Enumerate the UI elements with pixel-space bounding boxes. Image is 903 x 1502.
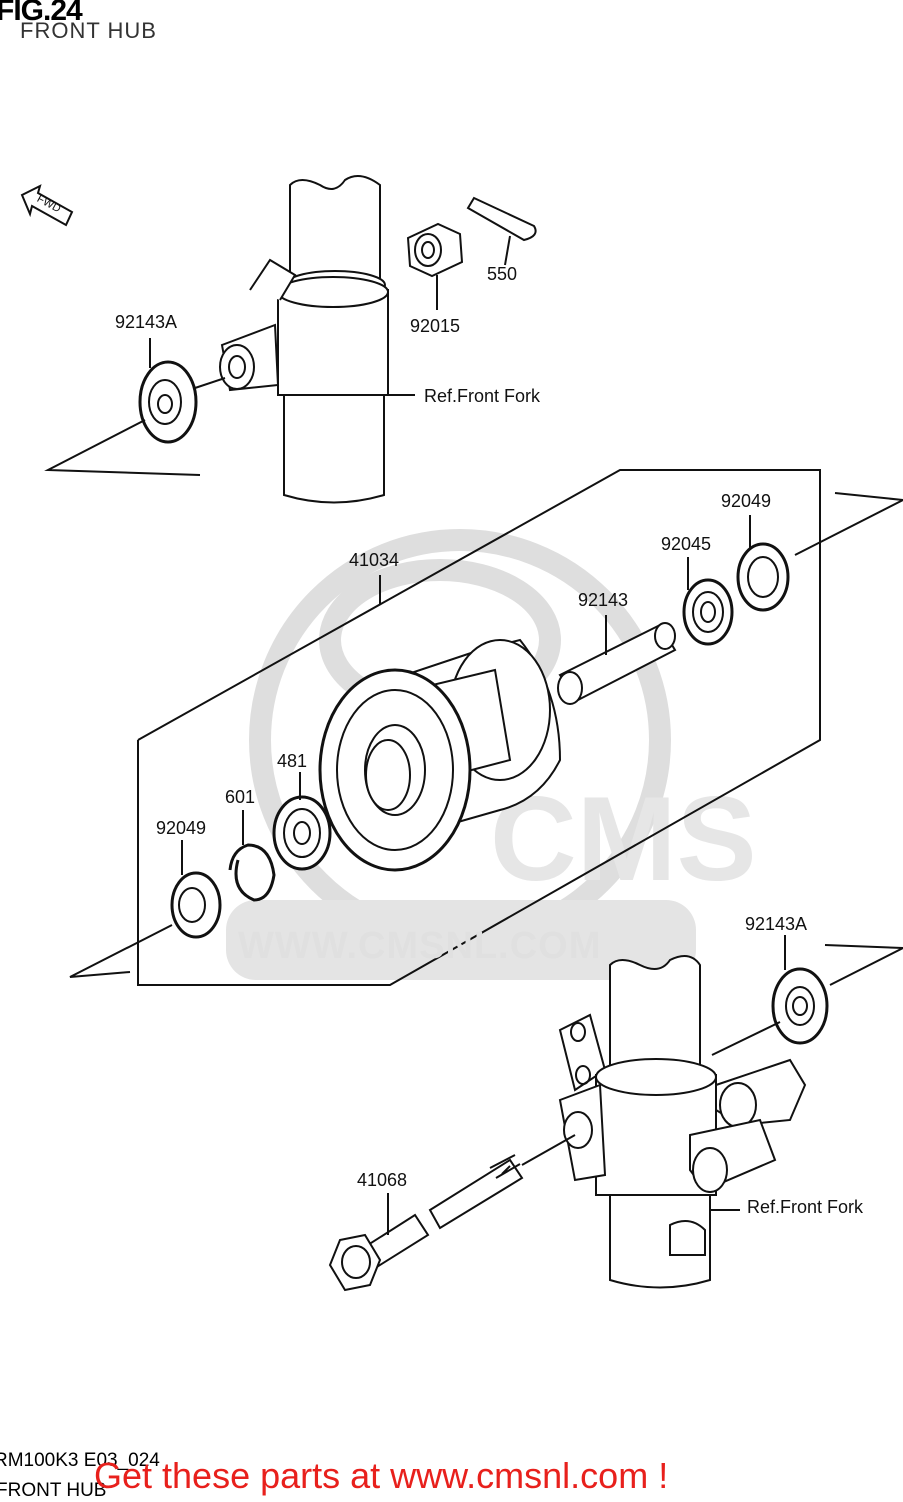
oil-seal-92049-right	[736, 492, 903, 612]
front-fork-upper	[219, 175, 415, 504]
part-label-92143A-lower[interactable]: 92143A	[745, 914, 808, 934]
collar-92143A-lower	[711, 935, 903, 1056]
circlip-601	[228, 810, 276, 902]
figure-title: FIG.24	[0, 0, 83, 27]
front-fork-lower	[558, 955, 807, 1289]
part-label-41034[interactable]: 41034	[349, 550, 400, 570]
cotter-pin-550	[466, 196, 537, 266]
footer-title: FRONT HUB	[0, 1480, 107, 1501]
bearing-92045	[682, 557, 734, 646]
part-label-92049-right[interactable]: 92049	[721, 491, 772, 511]
nut-92015	[406, 222, 464, 310]
watermark-logo-letters: CMS	[490, 772, 757, 906]
oil-seal-92049-left	[69, 840, 222, 978]
ref-front-fork-upper: Ref.Front Fork	[424, 386, 541, 406]
cta-link[interactable]: Get these parts at www.cmsnl.com !	[94, 1455, 669, 1496]
hub-assembly-outline	[137, 469, 821, 986]
collar-92143A-upper	[44, 338, 226, 476]
spacer-92143	[557, 615, 677, 705]
part-label-92015[interactable]: 92015	[410, 316, 461, 336]
part-label-92049-left[interactable]: 92049	[156, 818, 207, 838]
hub-41034	[318, 638, 562, 872]
watermark-url: WWW.CMSNL.COM	[238, 925, 602, 967]
axle-41068	[328, 1134, 576, 1292]
fwd-arrow-icon	[20, 184, 74, 227]
page-subtitle: FRONT HUB	[20, 18, 157, 43]
part-label-92143A-upper[interactable]: 92143A	[115, 312, 178, 332]
part-label-481[interactable]: 481	[277, 751, 308, 771]
part-label-41068[interactable]: 41068	[357, 1170, 408, 1190]
part-label-92045[interactable]: 92045	[661, 534, 712, 554]
diagram-code: RM100K3 E03_024	[0, 1450, 160, 1471]
part-label-550[interactable]: 550	[487, 264, 518, 284]
part-label-601[interactable]: 601	[225, 787, 256, 807]
ref-front-fork-lower: Ref.Front Fork	[747, 1197, 864, 1217]
bearing-481	[272, 772, 332, 871]
part-label-92143[interactable]: 92143	[578, 590, 629, 610]
